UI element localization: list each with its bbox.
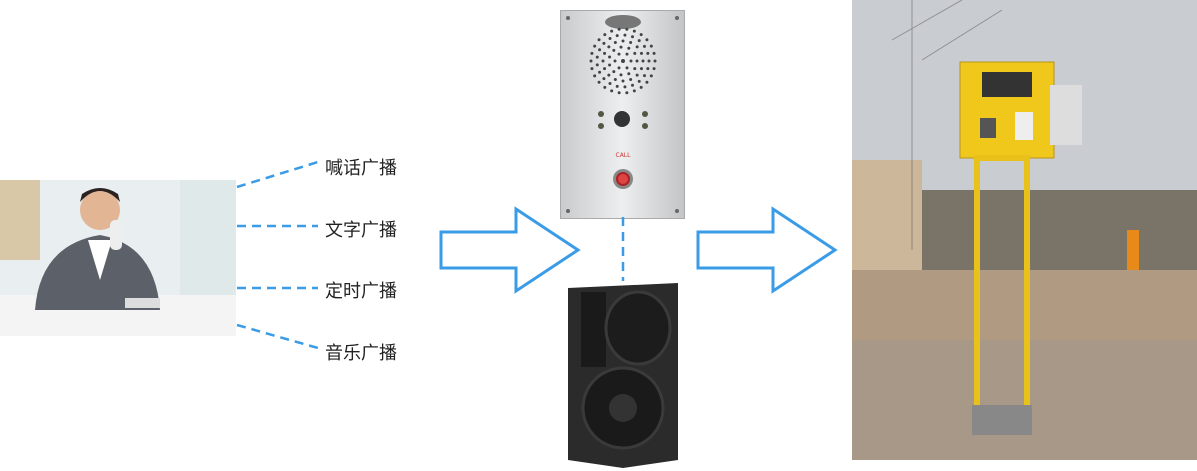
label-timed-broadcast: 定时广播 <box>325 281 397 302</box>
call-text: CALL <box>616 152 632 159</box>
label-shout-broadcast: 喊话广播 <box>325 158 397 179</box>
arrow-right-icon <box>439 206 581 294</box>
arrow-right-icon <box>696 206 838 294</box>
connector-vertical <box>621 217 625 281</box>
label-music-broadcast: 音乐广播 <box>325 343 397 364</box>
speaker <box>568 283 678 468</box>
site-photo <box>852 0 1197 460</box>
label-text-broadcast: 文字广播 <box>325 220 397 241</box>
operator-photo <box>0 180 236 336</box>
connector-line <box>236 160 319 189</box>
intercom-panel: CALL <box>560 10 685 219</box>
connector-lines <box>236 160 319 350</box>
connector-line <box>236 323 319 350</box>
